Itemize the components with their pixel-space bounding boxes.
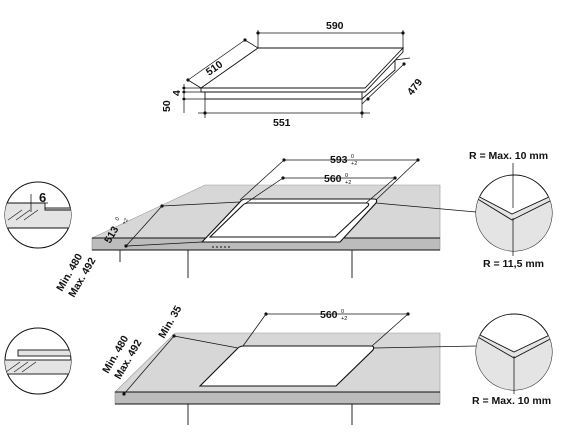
dim-560-std-dot-right [406, 312, 410, 316]
dim-479-label: 479 [405, 77, 425, 98]
flush-mount-diagram: 593 0 +2 560 0 +2 513 0 +2 Min. 480 Max.… [4, 150, 553, 300]
standard-cutout [198, 345, 375, 387]
dim-513-line [125, 205, 163, 247]
dim-560-std-tol-lower: +2 [341, 316, 347, 322]
flush-corner-inner-edge [476, 197, 552, 221]
standard-mount-diagram: 560 0 +2 Min. 480 Max. 492 Min. 35 [4, 304, 553, 425]
dim-513-ext-bottom [125, 241, 203, 247]
flush-edge-detail: 6 [4, 181, 72, 249]
dim-513-dot-top [160, 204, 164, 208]
flush-corner-callout [375, 202, 477, 213]
hob-glass-edge [200, 48, 404, 93]
dim-593-dot-right [416, 158, 420, 162]
dim-worktop-std-dot-bottom [122, 392, 126, 396]
dim-593-tol-lower: +2 [351, 161, 357, 167]
dim-551-dot-right [360, 111, 364, 115]
dim-593-label: 593 [330, 154, 348, 166]
dim-560-flush-dot-right [393, 176, 397, 180]
dim-590-dot-right [401, 31, 405, 35]
flush-corner-detail: R = Max. 10 mm R = 11,5 mm [375, 150, 553, 270]
hob-base-body [204, 60, 396, 100]
dim-479-line [361, 63, 405, 105]
dim-560-std-label: 560 [320, 309, 338, 321]
dim-510-line [187, 39, 246, 81]
standard-detail-glass [17, 349, 71, 357]
dim-560-flush-tol-upper: 0 [345, 173, 348, 179]
dim-513-tol-upper: 0 [115, 216, 122, 222]
dim-593-dot-left [282, 158, 286, 162]
standard-worktop-front [114, 391, 441, 405]
dim-479-dot-bottom [366, 97, 370, 101]
dim-worktop-std-dot-top [172, 334, 176, 338]
dim-50-label: 50 [161, 100, 173, 112]
dim-560-std-ext-right [371, 313, 409, 347]
dim-560-flush-tol-lower: +2 [345, 180, 351, 186]
standard-corner-callout [372, 345, 477, 349]
dim-510-dot-b [243, 38, 247, 42]
dim-479-dot-top [402, 62, 406, 66]
dim-50-dot-bottom [182, 97, 186, 101]
dim-513-dot-bottom [124, 244, 128, 248]
dim-590-dot-left [256, 31, 260, 35]
flush-recess-label: 6 [39, 190, 46, 205]
dim-560-flush-ext-left [245, 177, 284, 204]
dim-479-ext [394, 57, 411, 61]
dim-551-label: 551 [273, 117, 291, 129]
dim-560-std-tol-upper: 0 [341, 309, 344, 315]
dim-593-tol-upper: 0 [351, 154, 354, 160]
standard-corner-max-label: R = Max. 10 mm [472, 395, 551, 407]
flush-corner-radius-label: R = 11,5 mm [483, 258, 544, 270]
dim-4-label: 4 [171, 90, 183, 96]
dim-510-label: 510 [204, 58, 225, 78]
dim-551-dot-left [203, 111, 207, 115]
dim-560-std-dot-left [264, 312, 268, 316]
dim-4-dot-bottom [182, 90, 186, 94]
dim-510-ext-b [244, 39, 259, 49]
flush-corner-max-label: R = Max. 10 mm [469, 150, 548, 162]
dim-560-std-ext-left [242, 313, 267, 347]
dim-worktop-std-ext [173, 335, 239, 349]
standard-edge-detail [4, 327, 72, 395]
dim-513-tol-lower: +2 [122, 218, 130, 226]
dim-593-ext-left [239, 159, 285, 201]
standard-detail-worktop [5, 359, 71, 375]
dim-593-ext-right [375, 159, 419, 201]
dim-510-dot-a [186, 78, 190, 82]
hob-glass-top [199, 47, 405, 89]
dim-590-label: 590 [326, 20, 344, 32]
dim-560-flush-label: 560 [324, 173, 342, 185]
dim-4-dot-top [182, 86, 186, 90]
dim-513-ext-top [161, 201, 241, 207]
dim-560-flush-ext-right [365, 177, 396, 204]
hob-perspective: 590 510 4 50 551 479 [161, 20, 425, 129]
dim-560-flush-dot-left [281, 176, 285, 180]
dim-worktop-std-line [123, 335, 175, 395]
dim-510-ext-a [187, 79, 202, 89]
